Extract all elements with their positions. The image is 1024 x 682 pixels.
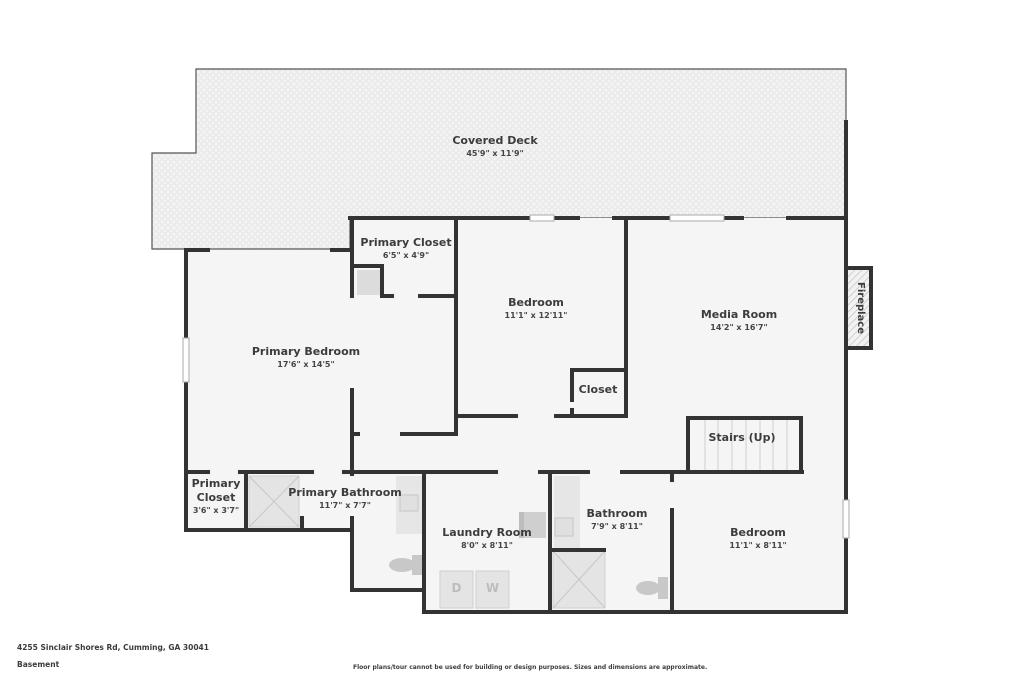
room-name: Media Room xyxy=(700,308,778,321)
room-name: Bedroom xyxy=(730,526,786,539)
room-dimensions: 14'2" x 16'7" xyxy=(710,323,768,332)
room-dimensions: 3'6" x 3'7" xyxy=(192,506,240,515)
room-name: Laundry Room xyxy=(442,526,532,539)
room-dimensions: 17'6" x 14'5" xyxy=(277,360,335,369)
room-name: Bedroom xyxy=(508,296,564,309)
walls xyxy=(184,120,873,614)
room-bedroom-top: Bedroom 11'1" x 12'11" xyxy=(505,296,568,321)
room-primary-closet-top: Primary Closet 6'5" x 4'9" xyxy=(360,236,451,261)
room-dimensions: 7'9" x 8'11" xyxy=(591,522,643,531)
room-primary-bedroom: Primary Bedroom 17'6" x 14'5" xyxy=(252,345,360,370)
room-primary-bathroom: Primary Bathroom 11'7" x 7'7" xyxy=(288,486,401,511)
room-bedroom-bottom: Bedroom 11'1" x 8'11" xyxy=(729,526,786,551)
room-primary-closet-bottom: Primary Closet 3'6" x 3'7" xyxy=(192,477,241,516)
room-name: Primary Bedroom xyxy=(251,345,361,358)
room-media-room: Media Room 14'2" x 16'7" xyxy=(701,308,777,333)
room-dimensions: 6'5" x 4'9" xyxy=(382,251,430,260)
fireplace-label: Fireplace xyxy=(855,282,866,335)
room-name-line1: Primary xyxy=(191,477,241,490)
room-name: Bathroom xyxy=(586,507,648,520)
room-dimensions: 11'1" x 12'11" xyxy=(504,311,568,320)
room-stairs: Stairs (Up) xyxy=(708,431,775,445)
room-name: Closet xyxy=(578,383,618,396)
property-address: 4255 Sinclair Shores Rd, Cumming, GA 300… xyxy=(17,643,209,652)
room-dimensions: 11'1" x 8'11" xyxy=(729,541,787,550)
room-name: Primary Bathroom xyxy=(288,486,402,499)
windows xyxy=(182,214,850,539)
room-laundry-room: Laundry Room 8'0" x 8'11" xyxy=(442,526,531,551)
room-bathroom: Bathroom 7'9" x 8'11" xyxy=(587,507,648,532)
room-name: Stairs (Up) xyxy=(708,431,776,444)
room-dimensions: 8'0" x 8'11" xyxy=(461,541,513,550)
room-closet: Closet xyxy=(579,383,618,397)
room-name: Covered Deck xyxy=(452,134,538,147)
room-covered-deck: Covered Deck 45'9" x 11'9" xyxy=(452,134,537,159)
room-dimensions: 11'7" x 7'7" xyxy=(319,501,371,510)
disclaimer: Floor plans/tour cannot be used for buil… xyxy=(353,664,708,671)
fixtures xyxy=(248,270,869,609)
washer-icon: W xyxy=(485,581,500,595)
room-name-line2: Closet xyxy=(196,491,236,504)
dryer-icon: D xyxy=(451,581,462,595)
room-name: Primary Closet xyxy=(360,236,452,249)
floor-label: Basement xyxy=(17,660,60,669)
room-dimensions: 45'9" x 11'9" xyxy=(466,149,524,158)
